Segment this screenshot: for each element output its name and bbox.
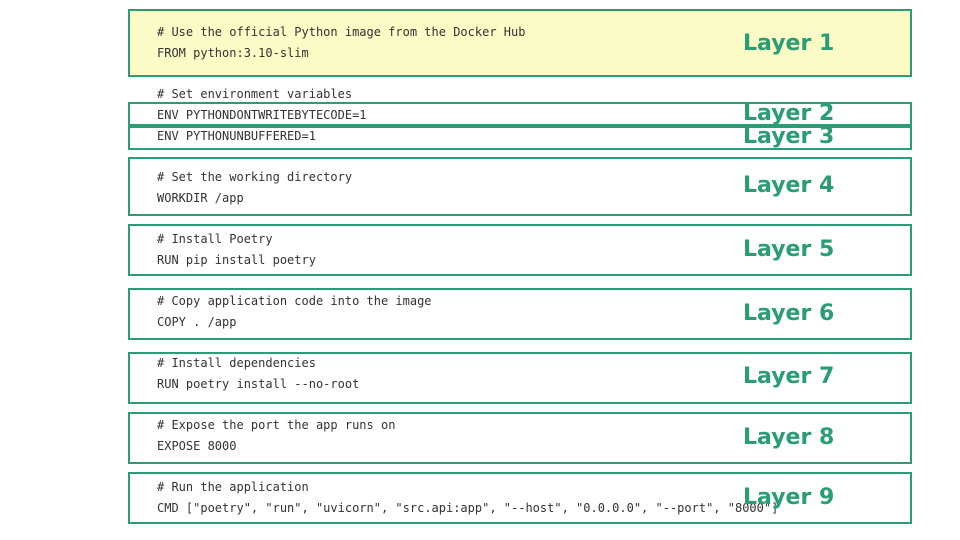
layer-box-8 (128, 412, 912, 464)
layer-label-5: Layer 5 (743, 237, 835, 262)
code-line-workdir: WORKDIR /app (157, 191, 244, 205)
layer-label-8: Layer 8 (743, 425, 835, 450)
layer-box-3 (128, 126, 912, 150)
layer-label-6: Layer 6 (743, 301, 835, 326)
code-line-copy: COPY . /app (157, 315, 237, 329)
code-line-comment-env: # Set environment variables (157, 87, 353, 101)
code-line-poetry-install: RUN poetry install --no-root (157, 377, 360, 391)
code-line-expose: EXPOSE 8000 (157, 439, 237, 453)
code-line-comment-expose: # Expose the port the app runs on (157, 418, 396, 432)
code-line-comment-base-image: # Use the official Python image from the… (157, 25, 526, 39)
layer-label-7: Layer 7 (743, 364, 835, 389)
layer-label-9: Layer 9 (743, 485, 835, 510)
code-line-comment-workdir: # Set the working directory (157, 170, 353, 184)
layer-box-5 (128, 224, 912, 276)
code-line-env-unbuffered: ENV PYTHONUNBUFFERED=1 (157, 129, 316, 143)
code-line-comment-poetry: # Install Poetry (157, 232, 273, 246)
code-line-from: FROM python:3.10-slim (157, 46, 309, 60)
code-line-pip-install: RUN pip install poetry (157, 253, 316, 267)
code-line-comment-run: # Run the application (157, 480, 309, 494)
code-line-cmd: CMD ["poetry", "run", "uvicorn", "src.ap… (157, 501, 779, 515)
layer-label-4: Layer 4 (743, 173, 835, 198)
layer-box-2 (128, 102, 912, 126)
code-line-comment-deps: # Install dependencies (157, 356, 316, 370)
layer-label-1: Layer 1 (743, 31, 835, 56)
layer-box-1 (128, 9, 912, 77)
code-line-comment-copy: # Copy application code into the image (157, 294, 432, 308)
layer-box-9 (128, 472, 912, 524)
layer-box-6 (128, 288, 912, 340)
layer-label-3: Layer 3 (743, 124, 835, 149)
code-line-env-bytecode: ENV PYTHONDONTWRITEBYTECODE=1 (157, 108, 367, 122)
layer-box-4 (128, 157, 912, 216)
layer-box-7 (128, 352, 912, 404)
layer-label-2: Layer 2 (743, 101, 835, 126)
